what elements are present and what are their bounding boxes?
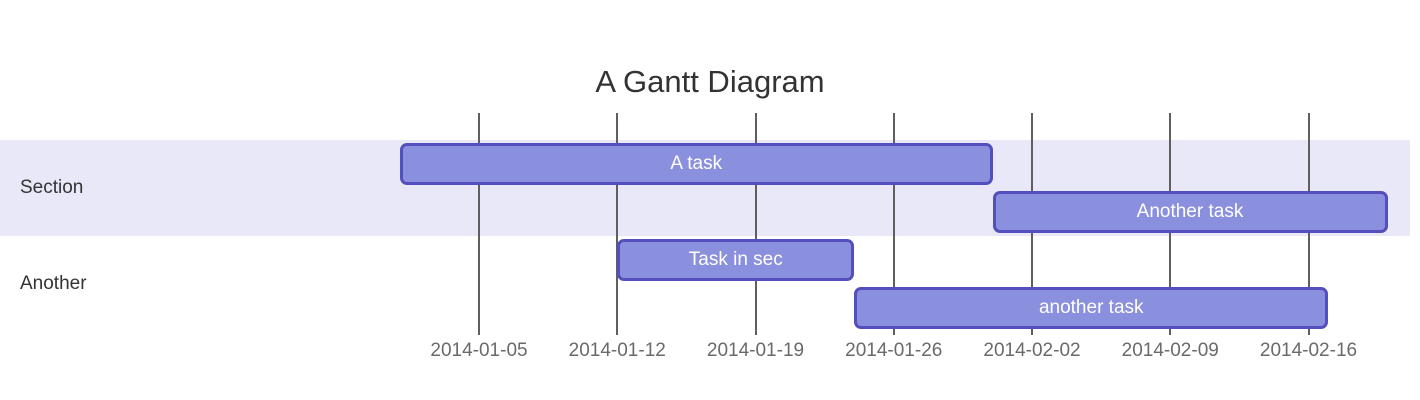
task-bar-a-task: A task <box>400 143 993 185</box>
axis-tick-label: 2014-02-02 <box>983 340 1081 361</box>
chart-title: A Gantt Diagram <box>595 64 825 99</box>
grid-line <box>754 113 757 335</box>
axis-tick-label: 2014-01-26 <box>845 340 943 361</box>
grid-line <box>892 113 895 335</box>
grid-line <box>478 113 480 335</box>
task-bar-another-task-lower: another task <box>854 287 1329 329</box>
grid-line <box>616 113 619 335</box>
task-bar-task-in-sec: Task in sec <box>617 239 855 281</box>
axis-tick-label: 2014-01-05 <box>430 340 528 361</box>
section-label-another: Another <box>20 273 87 294</box>
axis-tick-label: 2014-02-09 <box>1121 340 1219 361</box>
section-label-section: Section <box>20 177 84 198</box>
task-bar-another-task: Another task <box>992 191 1388 233</box>
axis-tick-label: 2014-01-19 <box>706 340 805 361</box>
axis-tick-label: 2014-01-12 <box>568 340 666 361</box>
axis-tick-label: 2014-02-16 <box>1259 340 1358 361</box>
